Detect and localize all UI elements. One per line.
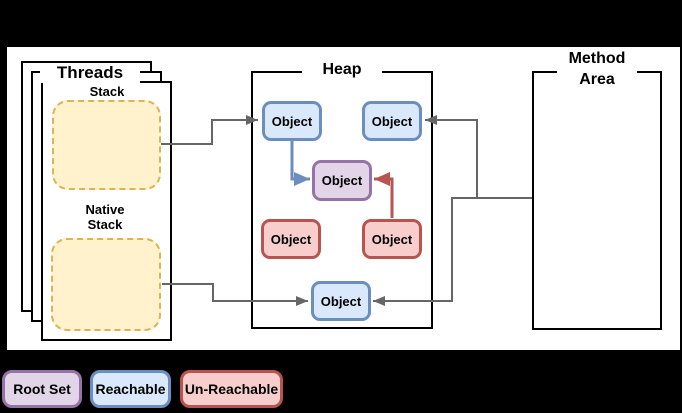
legend-root-set: Root Set bbox=[2, 370, 82, 408]
object-node-reachable-1: Object bbox=[262, 101, 322, 141]
object-node-reachable-2: Object bbox=[362, 101, 422, 141]
heap-title: Heap bbox=[302, 61, 382, 79]
stack-frame-box bbox=[52, 100, 161, 190]
legend-root-set-label: Root Set bbox=[13, 381, 71, 397]
native-stack-label: Native Stack bbox=[85, 202, 125, 233]
stack-label: Stack bbox=[89, 84, 125, 99]
native-stack-frame-box bbox=[51, 238, 161, 331]
method-area-title: Method Area bbox=[557, 48, 637, 90]
legend-unreachable-label: Un-Reachable bbox=[184, 381, 279, 397]
legend-unreachable: Un-Reachable bbox=[180, 370, 283, 408]
object-label: Object bbox=[271, 113, 313, 129]
object-node-unreachable-1: Object bbox=[261, 219, 321, 259]
object-label: Object bbox=[371, 231, 413, 247]
object-node-rootset: Object bbox=[312, 160, 372, 201]
object-label: Object bbox=[321, 173, 363, 188]
object-label: Object bbox=[270, 231, 312, 247]
threads-title: Threads bbox=[40, 63, 140, 83]
object-node-unreachable-2: Object bbox=[362, 219, 422, 259]
object-label: Object bbox=[371, 113, 413, 129]
legend-reachable: Reachable bbox=[90, 370, 171, 408]
method-area-container bbox=[532, 71, 662, 330]
object-node-reachable-3: Object bbox=[311, 281, 371, 321]
object-label: Object bbox=[320, 293, 362, 309]
legend-reachable-label: Reachable bbox=[95, 381, 166, 397]
